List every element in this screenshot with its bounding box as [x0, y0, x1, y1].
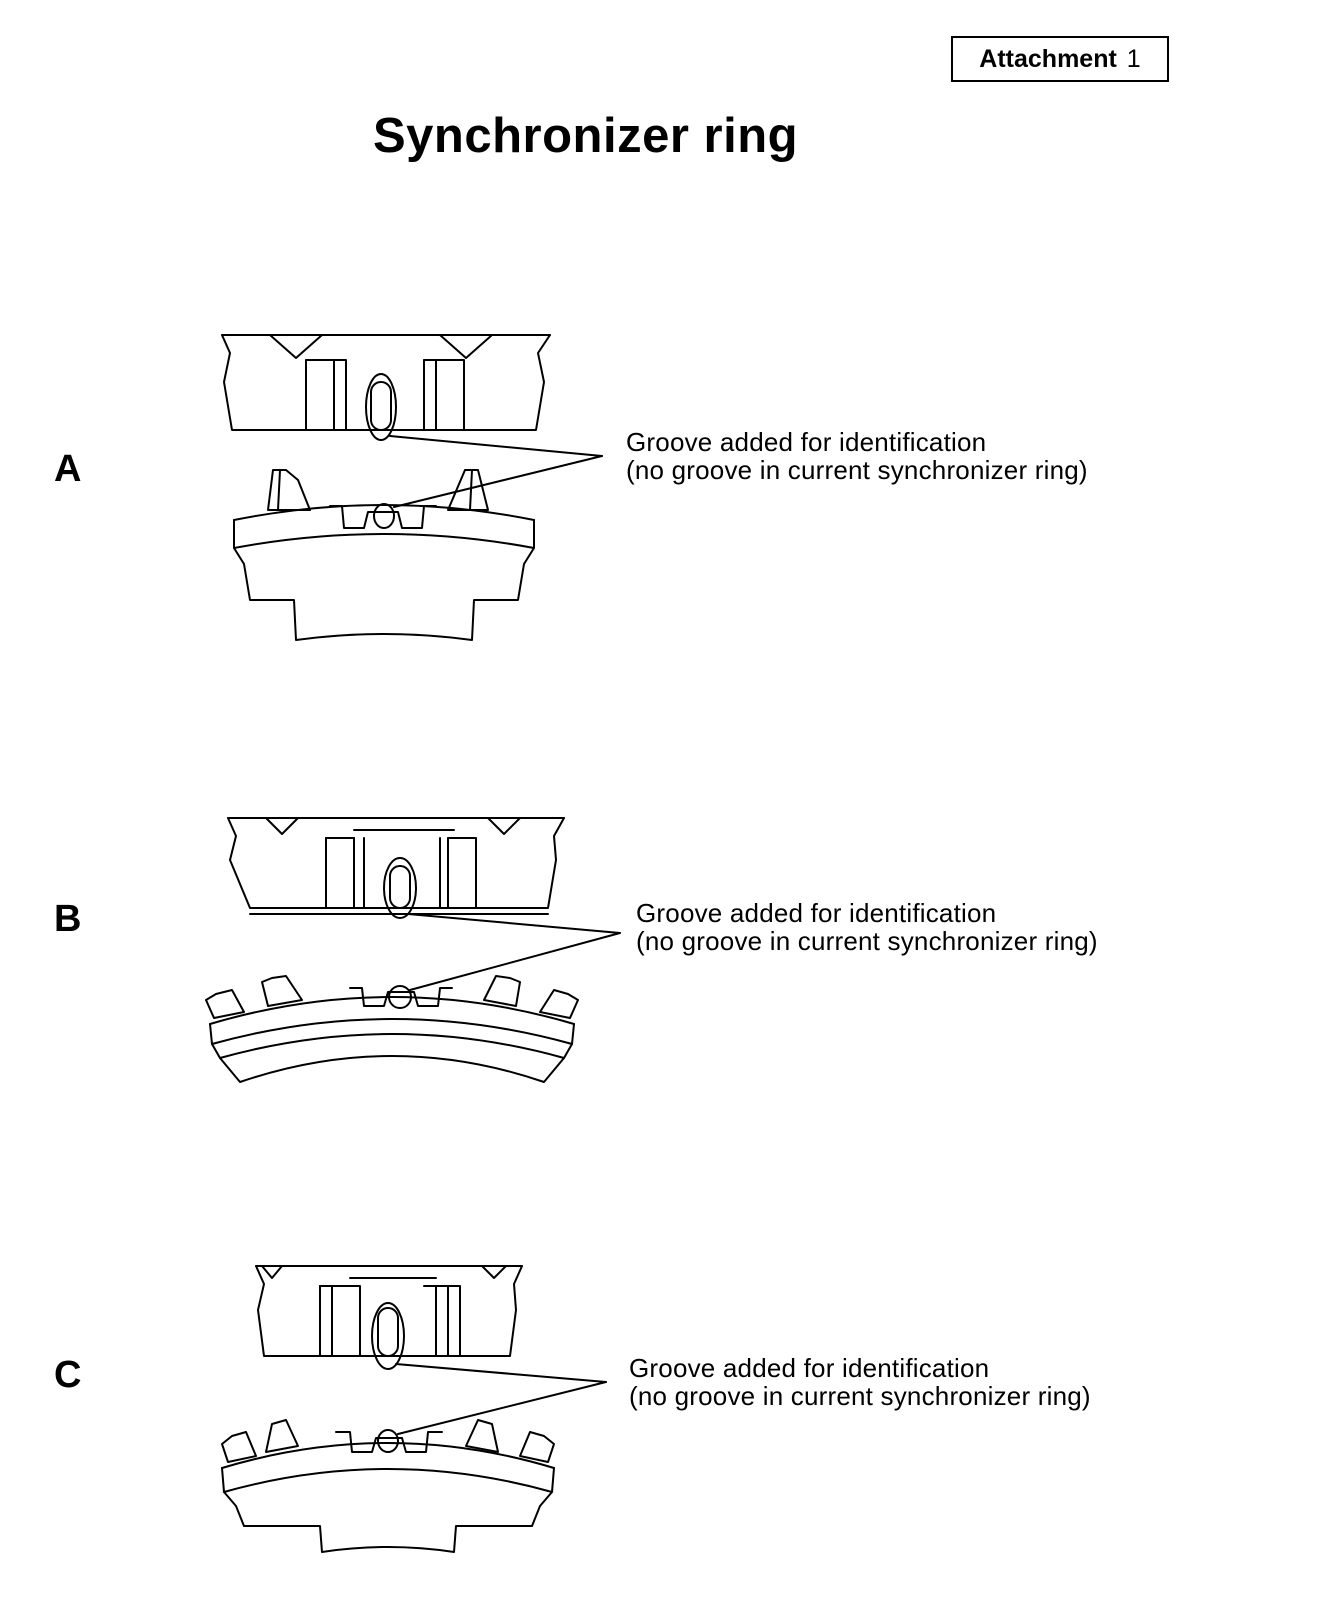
section-letter-a: A [54, 448, 82, 490]
drawing-c-bottom-view [221, 1419, 555, 1553]
drawing-b-top-view [227, 817, 565, 919]
drawing-a [221, 334, 603, 641]
callout-b-line1: Groove added for identification [636, 898, 997, 928]
drawing-c-groove-circle-top [371, 1302, 405, 1370]
drawing-a-groove-circle-top [365, 373, 397, 441]
drawing-a-groove-circle-bottom [373, 503, 395, 529]
drawing-b-groove-circle-top [383, 857, 417, 919]
callout-c-line2: (no groove in current synchronizer ring) [629, 1381, 1091, 1411]
drawing-b-bottom-view [205, 975, 579, 1083]
callout-b-line2: (no groove in current synchronizer ring) [636, 926, 1098, 956]
drawing-a-top-view [221, 334, 551, 441]
drawing-c-groove-circle-bottom [377, 1429, 399, 1453]
section-letter-c: C [54, 1354, 82, 1396]
drawing-b-groove-slot [389, 865, 411, 909]
drawing-a-groove-slot [370, 381, 392, 431]
drawing-c [221, 1265, 607, 1553]
section-letter-b: B [54, 898, 82, 940]
callout-a-line2: (no groove in current synchronizer ring) [626, 455, 1088, 485]
drawing-a-leader-lines [389, 435, 603, 508]
callout-b: Groove added for identification (no groo… [636, 899, 1098, 955]
callout-a-line1: Groove added for identification [626, 427, 987, 457]
drawing-c-leader-lines [395, 1363, 607, 1435]
page-title: Synchronizer ring [373, 109, 799, 163]
drawing-c-top-view [255, 1265, 523, 1370]
drawing-c-groove-slot [377, 1307, 399, 1357]
callout-a: Groove added for identification (no groo… [626, 428, 1088, 484]
drawing-b-leader-lines [407, 913, 621, 991]
drawing-b [205, 817, 621, 1083]
drawing-b-groove-circle-bottom [388, 985, 412, 1009]
callout-c: Groove added for identification (no groo… [629, 1354, 1091, 1410]
drawing-a-bottom-view [233, 469, 535, 641]
attachment-number: 1 [1126, 44, 1141, 73]
attachment-label: Attachment [979, 44, 1117, 73]
attachment-label-box: Attachment 1 [951, 36, 1169, 82]
callout-c-line1: Groove added for identification [629, 1353, 990, 1383]
